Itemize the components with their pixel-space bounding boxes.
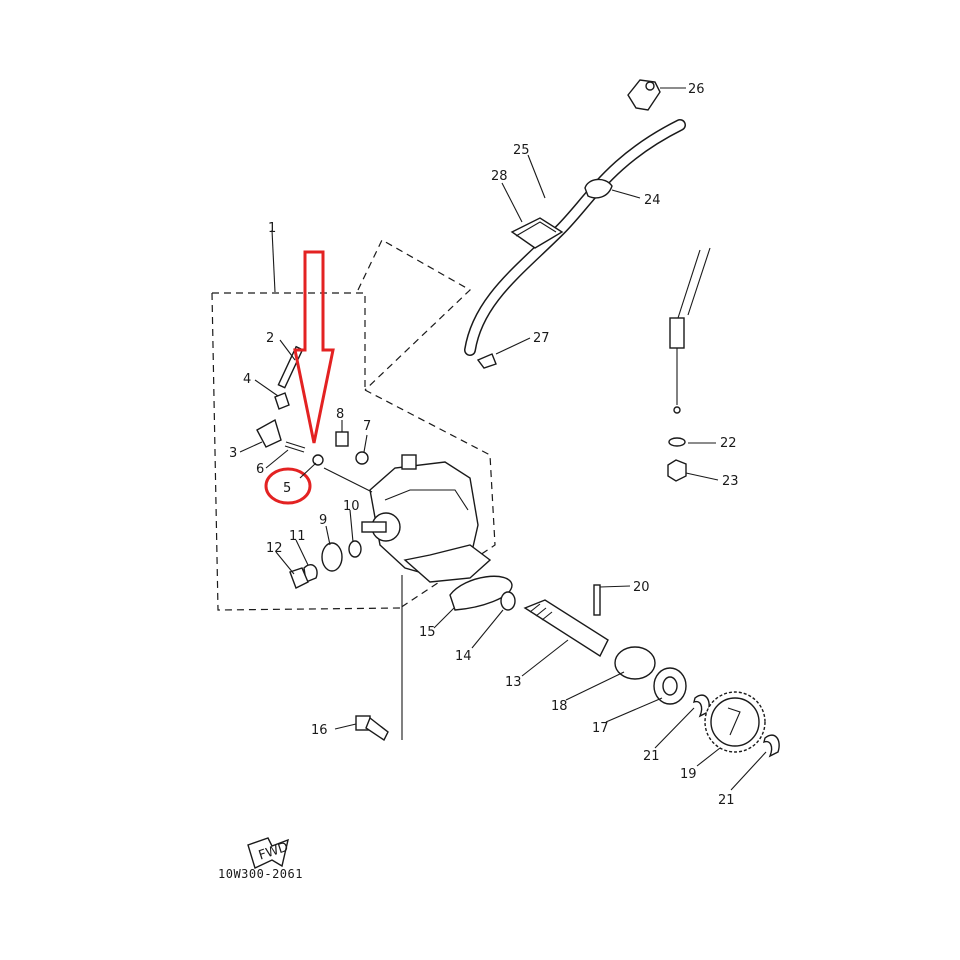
part-label-3: 3	[229, 446, 237, 461]
part-label-1: 1	[268, 221, 276, 236]
oil-pump-body	[361, 454, 492, 583]
part-label-20: 20	[633, 580, 650, 595]
part-label-25: 25	[513, 143, 530, 158]
part-label-6: 6	[256, 462, 264, 477]
oil-hose	[464, 119, 686, 356]
part-label-23: 23	[722, 474, 739, 489]
pump-gasket	[449, 575, 513, 611]
part-label-12: 12	[266, 541, 283, 556]
part-label-27: 27	[533, 331, 550, 346]
pump-cable	[667, 247, 711, 482]
adjusting-parts	[256, 345, 369, 589]
collar	[614, 646, 656, 680]
drive-shaft	[523, 599, 609, 658]
part-label-19: 19	[680, 767, 697, 782]
drive-gear	[704, 691, 766, 753]
part-label-5: 5	[283, 481, 291, 496]
part-label-7: 7	[363, 419, 371, 434]
highlight-arrow	[293, 250, 335, 444]
part-label-28: 28	[491, 169, 508, 184]
part-label-14: 14	[455, 649, 472, 664]
part-label-16: 16	[311, 723, 328, 738]
circlip-a	[693, 694, 710, 718]
circlip-b	[763, 734, 780, 758]
dowel-pin	[593, 584, 601, 616]
leader-lines	[239, 87, 767, 791]
hose-holder-clip	[627, 79, 661, 111]
highlight-circle	[264, 467, 312, 505]
hose-clip	[584, 178, 613, 199]
part-label-15: 15	[419, 625, 436, 640]
part-label-21b: 21	[718, 793, 735, 808]
fwd-direction-emblem: FWD	[247, 837, 290, 869]
part-label-2: 2	[266, 331, 274, 346]
part-label-8: 8	[336, 407, 344, 422]
part-label-4: 4	[243, 372, 251, 387]
part-label-18: 18	[551, 699, 568, 714]
small-clamp	[476, 353, 497, 369]
part-label-24: 24	[644, 193, 661, 208]
part-label-11: 11	[289, 529, 306, 544]
part-label-21a: 21	[643, 749, 660, 764]
drawing-code: 10W300-2061	[218, 867, 303, 881]
part-label-17: 17	[592, 721, 609, 736]
washer	[500, 591, 516, 611]
pump-mounting-bolt	[355, 715, 389, 742]
part-label-9: 9	[319, 513, 327, 528]
part-label-22: 22	[720, 436, 737, 451]
part-label-13: 13	[505, 675, 522, 690]
part-label-26: 26	[688, 82, 705, 97]
part-labels: 1 2 3 4 5 6 7 8 9 10 11 12 13 14 15 16 1…	[229, 82, 739, 808]
part-label-10: 10	[343, 499, 360, 514]
hose-clamp	[510, 217, 564, 249]
